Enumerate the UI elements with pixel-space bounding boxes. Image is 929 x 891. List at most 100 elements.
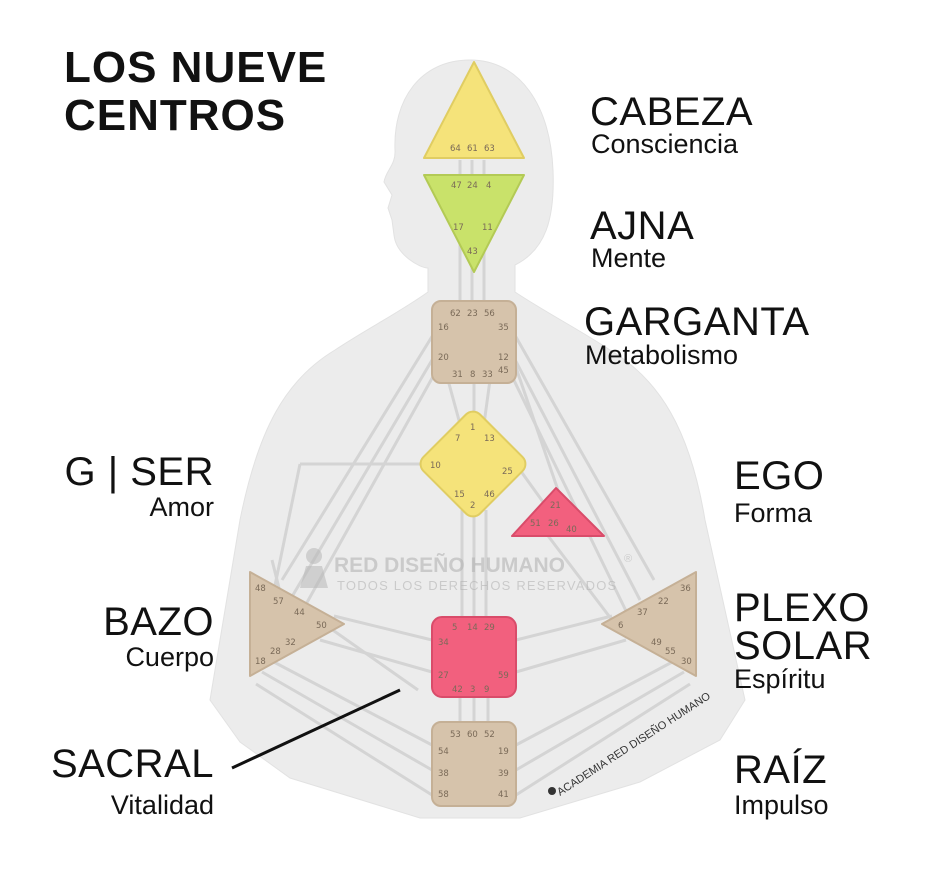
center-bazo[interactable]: 48 57 44 50 32 28 18: [249, 571, 345, 677]
gate-number: 19: [498, 747, 509, 757]
gate-number: 47: [451, 181, 462, 191]
center-plexo-solar[interactable]: 36 22 37 6 49 55 30: [601, 571, 697, 677]
gate-number: 52: [484, 730, 495, 740]
gate-number: 24: [467, 181, 478, 191]
gate-number: 46: [484, 490, 495, 500]
gate-number: 33: [482, 370, 493, 380]
gate-number: 3: [470, 685, 475, 695]
center-sacral[interactable]: 5 14 29 34 27 59 42 3 9: [431, 616, 517, 698]
gate-number: 28: [270, 647, 281, 657]
gate-number: 38: [438, 769, 449, 779]
watermark-logo-icon: [306, 548, 322, 564]
gate-number: 29: [484, 623, 495, 633]
gate-number: 37: [637, 608, 648, 618]
gate-number: 42: [452, 685, 463, 695]
gate-number: 64: [450, 144, 461, 154]
credit-logo-icon: [548, 787, 556, 795]
desc-cabeza: Consciencia: [591, 129, 739, 159]
gate-number: 49: [651, 638, 662, 648]
gate-number: 1: [470, 423, 475, 433]
gate-number: 55: [665, 647, 676, 657]
gate-number: 61: [467, 144, 478, 154]
gate-number: 45: [498, 366, 509, 376]
center-garganta[interactable]: 62 23 56 16 35 20 12 31 8 33 45: [431, 300, 517, 384]
gate-number: 7: [455, 434, 460, 444]
center-ajna[interactable]: 47 24 4 17 11 43: [423, 174, 525, 273]
gate-number: 13: [484, 434, 495, 444]
label-cabeza: CABEZA: [590, 90, 754, 134]
label-ajna: AJNA: [590, 204, 695, 248]
desc-plexo: Espíritu: [734, 664, 826, 694]
title-line2: CENTROS: [64, 91, 287, 140]
gate-number: 51: [530, 519, 541, 529]
watermark-subtitle: TODOS LOS DERECHOS RESERVADOS: [337, 578, 617, 593]
gate-number: 8: [470, 370, 475, 380]
gate-number: 32: [285, 638, 296, 648]
gate-number: 6: [618, 621, 623, 631]
gate-number: 39: [498, 769, 509, 779]
title-line1: LOS NUEVE: [64, 43, 328, 92]
gate-number: 25: [502, 467, 513, 477]
label-garganta: GARGANTA: [584, 300, 810, 344]
gate-number: 17: [453, 223, 464, 233]
center-g[interactable]: 1 7 13 10 25 15 46 2: [416, 407, 529, 520]
gate-number: 12: [498, 353, 509, 363]
watermark-title: RED DISEÑO HUMANO: [334, 554, 565, 577]
desc-g: Amor: [149, 492, 214, 522]
gate-number: 40: [566, 525, 577, 535]
gate-number: 18: [255, 657, 266, 667]
gate-number: 60: [467, 730, 478, 740]
gate-number: 26: [548, 519, 559, 529]
gate-number: 56: [484, 309, 495, 319]
gate-number: 30: [681, 657, 692, 667]
gate-number: 54: [438, 747, 449, 757]
desc-ego: Forma: [734, 498, 813, 528]
gate-number: 53: [450, 730, 461, 740]
center-cabeza[interactable]: 64 61 63: [423, 61, 525, 159]
label-solar: SOLAR: [734, 624, 873, 668]
label-sacral: SACRAL: [50, 742, 214, 786]
gate-number: 50: [316, 621, 327, 631]
desc-ajna: Mente: [591, 243, 667, 273]
gate-number: 44: [294, 608, 305, 618]
desc-bazo: Cuerpo: [125, 642, 214, 672]
gate-number: 11: [482, 223, 493, 233]
label-ego: EGO: [734, 454, 825, 498]
channels: [255, 160, 691, 797]
center-ego[interactable]: 21 51 26 40: [511, 487, 605, 537]
page-title: LOS NUEVE CENTROS: [64, 44, 327, 140]
gate-number: 62: [450, 309, 461, 319]
desc-raiz: Impulso: [734, 790, 829, 820]
gate-number: 27: [438, 671, 449, 681]
label-bazo: BAZO: [103, 600, 214, 644]
gate-number: 9: [484, 685, 489, 695]
gate-number: 57: [273, 597, 284, 607]
sacral-pointer-line: [231, 688, 401, 770]
gate-number: 5: [452, 623, 457, 633]
center-raiz[interactable]: 53 60 52 54 19 38 39 58 41: [431, 721, 517, 807]
gate-number: 63: [484, 144, 495, 154]
desc-sacral: Vitalidad: [110, 790, 214, 820]
gate-number: 20: [438, 353, 449, 363]
watermark-reg: ®: [624, 553, 632, 565]
gate-number: 2: [470, 501, 475, 511]
gate-number: 59: [498, 671, 509, 681]
gate-number: 43: [467, 247, 478, 257]
gate-number: 21: [550, 501, 561, 511]
gate-number: 23: [467, 309, 478, 319]
gate-number: 34: [438, 638, 449, 648]
gate-number: 15: [454, 490, 465, 500]
watermark: RED DISEÑO HUMANO ® TODOS LOS DERECHOS R…: [300, 548, 632, 593]
gate-number: 4: [486, 181, 491, 191]
label-raiz: RAÍZ: [734, 748, 828, 792]
gate-number: 10: [430, 461, 441, 471]
label-g: G | SER: [64, 450, 214, 494]
gate-number: 36: [680, 584, 691, 594]
gate-number: 31: [452, 370, 463, 380]
gate-number: 22: [658, 597, 669, 607]
gate-number: 16: [438, 323, 449, 333]
gate-number: 48: [255, 584, 266, 594]
gate-number: 14: [467, 623, 478, 633]
